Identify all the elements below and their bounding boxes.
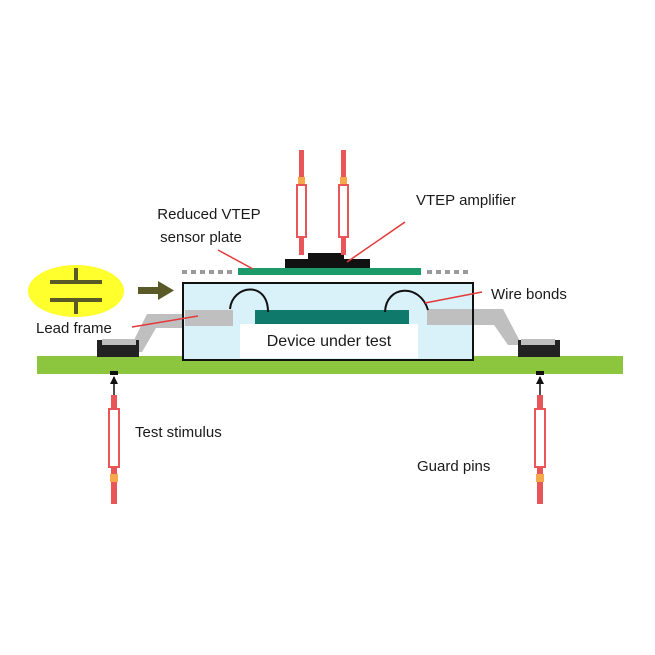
callout-wire-bonds [424,291,483,304]
test-stimulus-pin [108,371,120,504]
amplifier-pin-right [338,150,349,255]
guard-pin [534,371,546,504]
label-lead-frame: Lead frame [36,320,112,337]
lead-foot-right-top [521,339,555,345]
guard-dashes-right [427,270,468,274]
label-guard-pins: Guard pins [417,458,490,475]
wire-bond-right [384,289,429,313]
capacitor-symbol-icon [28,265,124,317]
die [255,310,409,326]
dut-label-box [240,324,418,358]
callout-sensor-plate [217,249,254,270]
lead-finger-left [185,310,233,326]
dut-label: Device under test [267,333,392,350]
right-arrow-icon [138,281,174,300]
lead-foot-left-top [102,339,136,345]
amplifier-pin-left [296,150,307,255]
lead-finger-right [427,309,472,325]
label-reduced-vtep: Reduced VTEP [157,206,260,223]
label-sensor-plate: sensor plate [160,229,242,246]
label-vtep-amplifier: VTEP amplifier [416,192,516,209]
label-wire-bonds: Wire bonds [491,286,567,303]
sensor-plate [238,268,421,275]
lead-frame-right [473,309,522,345]
callout-lead-frame [131,315,199,328]
callout-vtep-amplifier [346,221,406,263]
vtep-amplifier [285,253,370,268]
lead-frame-left [128,314,186,352]
guard-dashes-left [182,270,232,274]
wire-bond-left [229,288,269,313]
label-test-stimulus: Test stimulus [135,424,222,441]
